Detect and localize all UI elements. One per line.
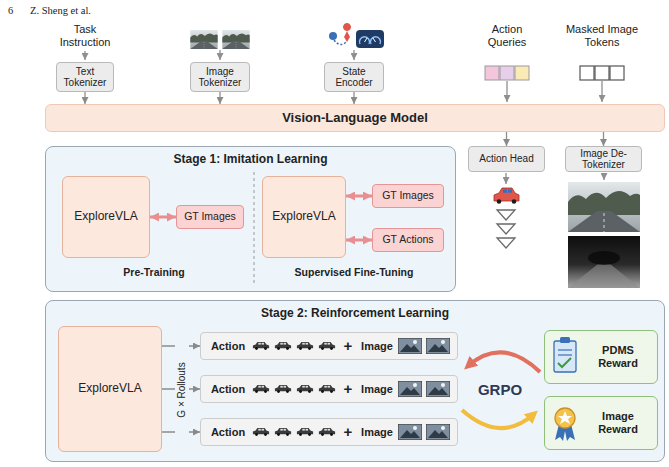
box-label: Vision-Language Model xyxy=(282,111,428,126)
camera-image xyxy=(190,30,217,49)
row-label: Image xyxy=(357,333,397,359)
chevron xyxy=(497,210,515,220)
connector-arrow xyxy=(353,92,354,104)
target-box: GT Actions xyxy=(372,228,444,252)
head-box: Image De-Tokenizer xyxy=(565,146,642,172)
masked-image-tokens xyxy=(580,66,624,80)
stage-title: Stage 1: Imitation Learning xyxy=(46,152,455,168)
output-arrow xyxy=(505,173,506,184)
speedometer-icon xyxy=(356,30,384,48)
route-path xyxy=(334,40,346,45)
method-label: GRPO xyxy=(455,381,545,399)
input-arrow xyxy=(219,50,220,60)
input-arrow xyxy=(601,81,602,102)
camera-thumbnails xyxy=(190,30,249,49)
decoded-images xyxy=(568,182,640,288)
input-label: Task Instruction xyxy=(52,23,118,48)
plus-sign: + xyxy=(341,333,355,359)
connector-arrow xyxy=(84,92,85,104)
reward-box: PDMS Reward xyxy=(544,330,658,384)
chevron xyxy=(497,238,515,248)
model-box: ExploreVLA xyxy=(262,176,346,258)
box-label: GT Images xyxy=(382,190,434,202)
input-arrow xyxy=(506,81,507,102)
gauge xyxy=(371,37,381,44)
car-body xyxy=(494,188,519,201)
rollout-row: Action +Image xyxy=(200,375,458,403)
stage-title: Stage 2: Reinforcement Learning xyxy=(46,306,664,322)
connector-arrow xyxy=(603,132,604,146)
page-number: 6 xyxy=(8,5,22,17)
chevron xyxy=(497,224,515,234)
rollout-row: Action +Image xyxy=(200,332,458,360)
box-label: Image Tokenizer xyxy=(193,66,247,88)
row-label: Action xyxy=(207,333,249,359)
trajectory-chevrons xyxy=(497,210,515,248)
masked-token xyxy=(595,66,609,80)
gauge-needle xyxy=(365,38,368,42)
box-label: GT Actions xyxy=(382,234,433,246)
target-box: GT Images xyxy=(176,205,244,229)
gauge-needle xyxy=(373,38,376,42)
plus-sign: + xyxy=(341,376,355,402)
input-arrow xyxy=(353,50,354,60)
car-window xyxy=(503,190,507,193)
encoder-box: State Encoder xyxy=(324,62,384,92)
masked-token xyxy=(580,66,594,80)
stage-panel: Stage 2: Reinforcement Learning G × Rollo… xyxy=(45,300,665,462)
query-token xyxy=(485,66,499,80)
row-label: Image xyxy=(357,376,397,402)
route-pin xyxy=(329,32,337,40)
gauge xyxy=(360,37,370,44)
rollout-row: Action +Image xyxy=(200,418,458,446)
camera-image xyxy=(222,30,249,49)
model-band: Vision-Language Model xyxy=(45,104,665,132)
action-query-tokens xyxy=(485,66,529,80)
row-label: Action xyxy=(207,376,249,402)
input-label: Masked Image Tokens xyxy=(564,23,640,48)
connector-arrow xyxy=(506,132,507,146)
box-label: ExploreVLA xyxy=(74,210,137,223)
connector-arrow xyxy=(219,92,220,104)
car-window xyxy=(508,190,512,193)
head-box: Action Head xyxy=(468,146,545,172)
box-label: GT Images xyxy=(184,211,236,223)
depth-image xyxy=(568,236,640,288)
tokenizer-box: Text Tokenizer xyxy=(56,62,114,92)
box-label: ExploreVLA xyxy=(272,210,335,223)
reward-label: Image Reward xyxy=(585,397,651,448)
input-arrow xyxy=(84,51,85,60)
model-box: ExploreVLA xyxy=(62,176,150,258)
route-pin xyxy=(343,23,351,42)
ego-car-icon xyxy=(494,188,519,204)
model-box: ExploreVLA xyxy=(58,326,162,452)
tokenizer-box: Image Tokenizer xyxy=(190,62,250,92)
phase-label: Supervised Fine-Tuning xyxy=(263,265,445,281)
box-label: Text Tokenizer xyxy=(59,66,111,88)
target-box: GT Images xyxy=(372,184,444,208)
query-token xyxy=(515,66,529,80)
row-label: Action xyxy=(207,419,249,445)
phase-label: Pre-Training xyxy=(63,265,245,281)
stage-panel: Stage 1: Imitation LearningPre-Training S… xyxy=(45,146,456,292)
query-token xyxy=(500,66,514,80)
box-label: ExploreVLA xyxy=(78,382,141,395)
row-label: Image xyxy=(357,419,397,445)
dashboard xyxy=(356,30,384,48)
reward-box: Image Reward xyxy=(544,396,658,450)
future-image xyxy=(568,182,640,232)
route-icon xyxy=(329,23,351,45)
output-arrow xyxy=(603,173,604,180)
plus-sign: + xyxy=(341,419,355,445)
masked-token xyxy=(610,66,624,80)
box-label: Action Head xyxy=(479,153,533,164)
running-header: Z. Sheng et al. xyxy=(30,5,150,17)
reward-label: PDMS Reward xyxy=(585,331,651,382)
input-label: Action Queries xyxy=(472,23,542,48)
box-label: Image De-Tokenizer xyxy=(568,148,639,170)
car-wheel xyxy=(497,199,502,204)
group-label: G × Rollouts xyxy=(175,330,189,450)
car-wheel xyxy=(512,199,517,204)
box-label: State Encoder xyxy=(327,66,381,88)
